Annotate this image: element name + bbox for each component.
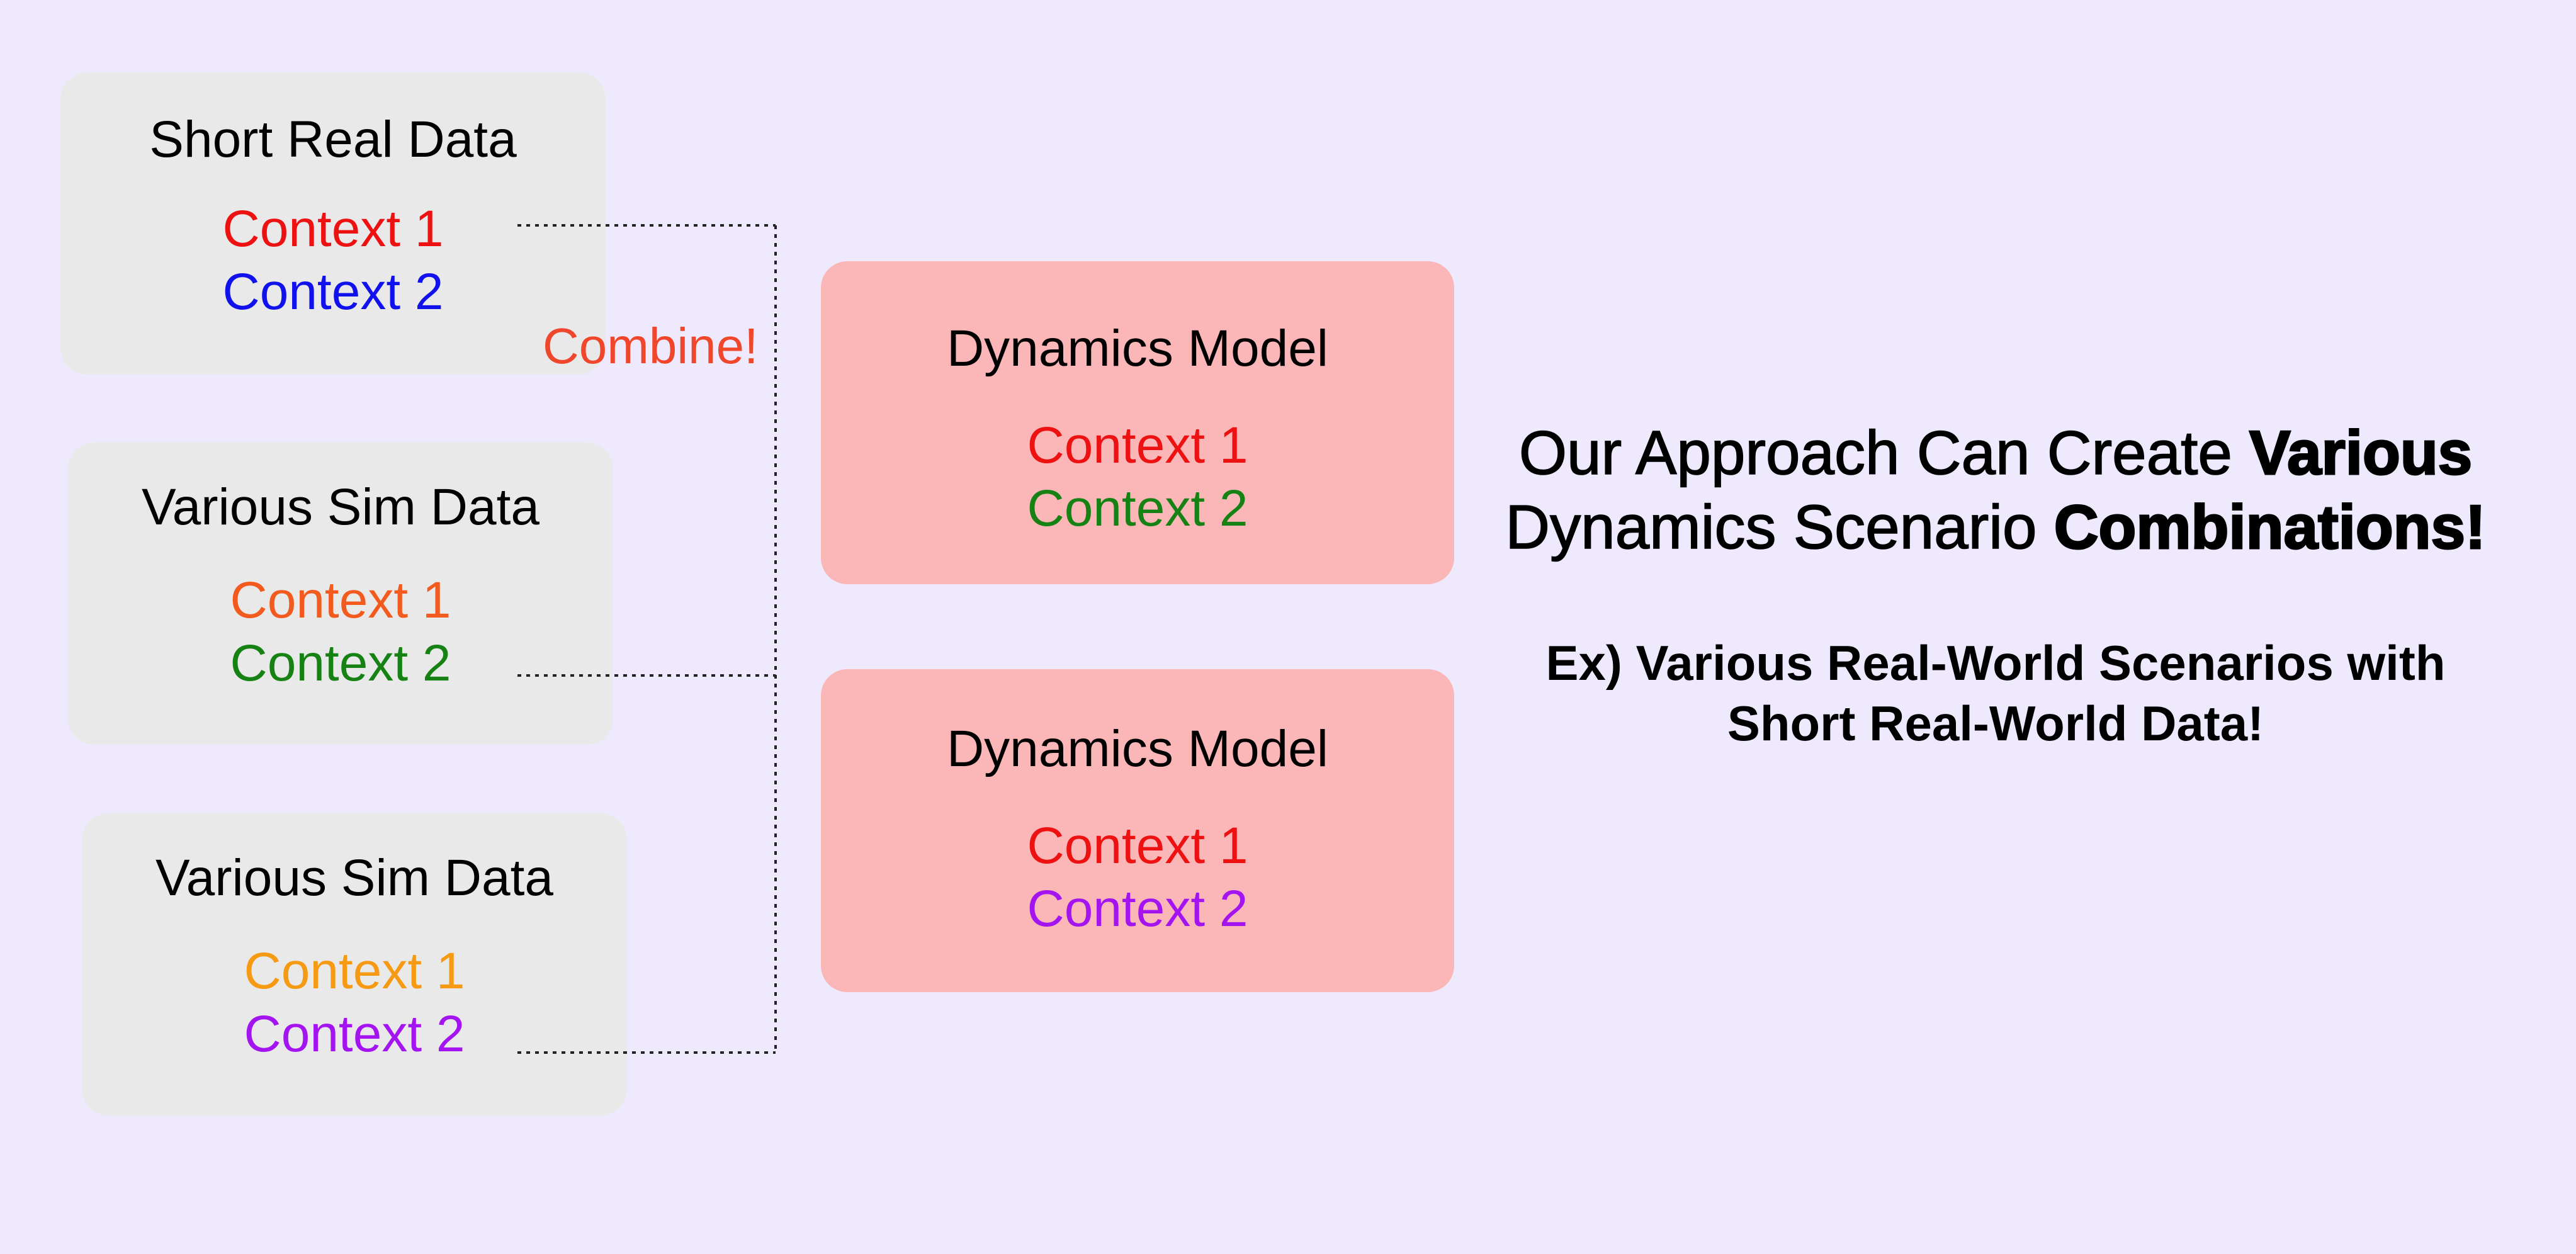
headline: Our Approach Can Create Various Dynamics… bbox=[1448, 415, 2543, 564]
subline-line-1: Ex) Various Real-World Scenarios with bbox=[1545, 635, 2446, 691]
model-title: Dynamics Model bbox=[946, 720, 1329, 777]
subline-line-2: Short Real-World Data! bbox=[1727, 696, 2264, 751]
context-2-label: Context 2 bbox=[222, 263, 444, 320]
headline-line-1-regular: Our Approach Can Create bbox=[1518, 417, 2250, 488]
combine-label: Combine! bbox=[543, 318, 759, 374]
headline-line-1: Our Approach Can Create Various bbox=[1448, 415, 2543, 490]
context-1-label: Context 1 bbox=[244, 942, 465, 1000]
context-2-label: Context 2 bbox=[230, 635, 451, 692]
headline-line-2: Dynamics Scenario Combinations! bbox=[1448, 490, 2543, 564]
context-2-label: Context 2 bbox=[1027, 880, 1248, 937]
source-box-sim-1: Various Sim Data Context 1 Context 2 bbox=[68, 443, 613, 745]
context-2-label: Context 2 bbox=[1027, 480, 1248, 537]
source-box-sim-2: Various Sim Data Context 1 Context 2 bbox=[82, 813, 627, 1116]
headline-line-1-bold: Various bbox=[2249, 417, 2473, 489]
dynamics-model-box-1: Dynamics Model Context 1 Context 2 bbox=[821, 261, 1454, 584]
headline-line-2-bold: Combinations! bbox=[2053, 492, 2487, 563]
subline: Ex) Various Real-World Scenarios with Sh… bbox=[1448, 633, 2543, 754]
context-1-label: Context 1 bbox=[230, 572, 451, 629]
context-1-label: Context 1 bbox=[1027, 417, 1248, 474]
source-title: Short Real Data bbox=[149, 111, 517, 168]
source-box-short-real: Short Real Data Context 1 Context 2 bbox=[60, 72, 606, 375]
source-title: Various Sim Data bbox=[155, 849, 553, 907]
context-2-label: Context 2 bbox=[244, 1005, 465, 1063]
headline-line-2-regular: Dynamics Scenario bbox=[1505, 492, 2054, 562]
context-1-label: Context 1 bbox=[222, 200, 444, 257]
source-title: Various Sim Data bbox=[142, 478, 539, 536]
context-1-label: Context 1 bbox=[1027, 817, 1248, 874]
model-title: Dynamics Model bbox=[946, 320, 1329, 377]
dynamics-model-box-2: Dynamics Model Context 1 Context 2 bbox=[821, 669, 1454, 992]
